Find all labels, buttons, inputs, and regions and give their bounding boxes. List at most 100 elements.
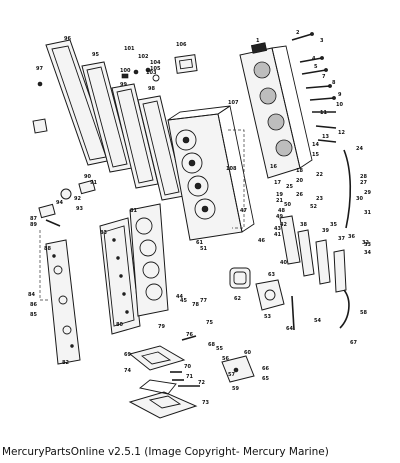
svg-text:66: 66 [262, 366, 269, 372]
svg-text:18: 18 [296, 168, 303, 174]
svg-text:83: 83 [100, 230, 107, 236]
svg-text:26: 26 [296, 192, 303, 198]
svg-text:98: 98 [148, 86, 155, 92]
svg-text:30: 30 [356, 196, 363, 202]
svg-text:19: 19 [276, 192, 283, 198]
svg-text:61: 61 [196, 240, 203, 246]
svg-text:102: 102 [138, 54, 149, 60]
svg-text:49: 49 [276, 214, 283, 220]
svg-text:72: 72 [198, 380, 205, 386]
svg-text:69: 69 [124, 352, 131, 358]
svg-text:108: 108 [226, 166, 237, 172]
svg-text:91: 91 [90, 180, 97, 186]
svg-text:41: 41 [274, 232, 281, 238]
svg-text:68: 68 [208, 342, 215, 348]
svg-text:23: 23 [316, 196, 323, 202]
svg-text:88: 88 [44, 246, 51, 252]
svg-text:7: 7 [322, 74, 326, 80]
svg-text:103: 103 [146, 70, 157, 76]
svg-text:27: 27 [360, 180, 367, 186]
svg-text:11: 11 [320, 110, 327, 116]
part-66 [221, 355, 255, 383]
svg-text:55: 55 [216, 346, 223, 352]
svg-text:42: 42 [280, 222, 287, 228]
svg-text:38: 38 [300, 222, 307, 228]
svg-text:24: 24 [356, 146, 363, 152]
svg-text:31: 31 [364, 210, 371, 216]
bypass-cover-62 [229, 267, 251, 289]
svg-text:17: 17 [274, 180, 281, 186]
svg-text:28: 28 [360, 174, 367, 180]
svg-text:43: 43 [274, 226, 281, 232]
svg-text:93: 93 [76, 206, 83, 212]
svg-text:70: 70 [184, 364, 191, 370]
bolt-set-right [291, 32, 337, 143]
top-small-parts [121, 54, 198, 82]
svg-text:67: 67 [350, 340, 357, 346]
svg-text:86: 86 [30, 302, 37, 308]
svg-text:58: 58 [360, 310, 367, 316]
svg-text:80: 80 [116, 322, 123, 328]
svg-text:56: 56 [222, 356, 229, 362]
svg-text:15: 15 [312, 152, 319, 158]
svg-text:20: 20 [296, 178, 303, 184]
svg-text:106: 106 [176, 42, 187, 48]
svg-text:99: 99 [120, 82, 127, 88]
svg-text:74: 74 [124, 368, 131, 374]
svg-text:36: 36 [348, 234, 355, 240]
svg-text:94: 94 [56, 200, 63, 206]
svg-text:107: 107 [228, 100, 239, 106]
svg-text:85: 85 [30, 312, 37, 318]
svg-text:81: 81 [130, 208, 137, 214]
svg-text:32: 32 [362, 240, 369, 246]
svg-text:21: 21 [276, 198, 283, 204]
svg-text:10: 10 [336, 102, 343, 108]
svg-text:3: 3 [320, 38, 324, 44]
svg-text:97: 97 [36, 66, 43, 72]
svg-text:5: 5 [314, 64, 318, 70]
svg-text:92: 92 [74, 196, 81, 202]
exploded-parts-diagram: 1 2 3 4 5 7 8 9 10 11 12 13 14 15 16 17 … [28, 30, 371, 419]
svg-text:44: 44 [176, 294, 183, 300]
svg-text:76: 76 [186, 332, 193, 338]
svg-text:1: 1 [256, 38, 260, 44]
svg-text:96: 96 [64, 36, 71, 42]
callout-labels: 1 2 3 4 5 7 8 9 10 11 12 13 14 15 16 17 … [28, 30, 371, 406]
svg-text:29: 29 [364, 190, 371, 196]
svg-text:46: 46 [258, 238, 265, 244]
svg-text:105: 105 [150, 66, 161, 72]
svg-text:9: 9 [338, 92, 342, 98]
svg-text:35: 35 [330, 222, 337, 228]
svg-text:37: 37 [338, 236, 345, 242]
svg-text:84: 84 [28, 292, 35, 298]
svg-text:25: 25 [286, 184, 293, 190]
svg-text:79: 79 [158, 324, 165, 330]
svg-text:65: 65 [262, 376, 269, 382]
svg-text:16: 16 [270, 164, 277, 170]
svg-text:51: 51 [200, 246, 207, 252]
svg-text:82: 82 [62, 360, 69, 366]
image-caption: MercuryPartsOnline v2.5.1 (Image Copyrig… [2, 446, 329, 458]
svg-text:75: 75 [206, 320, 213, 326]
exhaust-plate-82 [45, 239, 81, 365]
svg-text:39: 39 [322, 228, 329, 234]
svg-text:90: 90 [84, 174, 91, 180]
svg-text:45: 45 [180, 298, 187, 304]
svg-text:78: 78 [192, 302, 199, 308]
cylinder-block [167, 105, 255, 241]
adapter-plate-69 [128, 345, 186, 371]
svg-text:57: 57 [228, 372, 235, 378]
svg-text:101: 101 [124, 46, 135, 52]
svg-text:34: 34 [364, 250, 371, 256]
cover-63 [255, 279, 285, 311]
linkage-arms [279, 215, 347, 293]
svg-text:77: 77 [200, 298, 207, 304]
svg-text:2: 2 [296, 30, 300, 36]
svg-text:47: 47 [240, 208, 247, 214]
svg-text:53: 53 [264, 314, 271, 320]
svg-text:87: 87 [30, 216, 37, 222]
svg-text:100: 100 [120, 68, 131, 74]
svg-text:50: 50 [284, 202, 291, 208]
svg-text:13: 13 [322, 134, 329, 140]
adapter-plate-73 [128, 379, 198, 419]
